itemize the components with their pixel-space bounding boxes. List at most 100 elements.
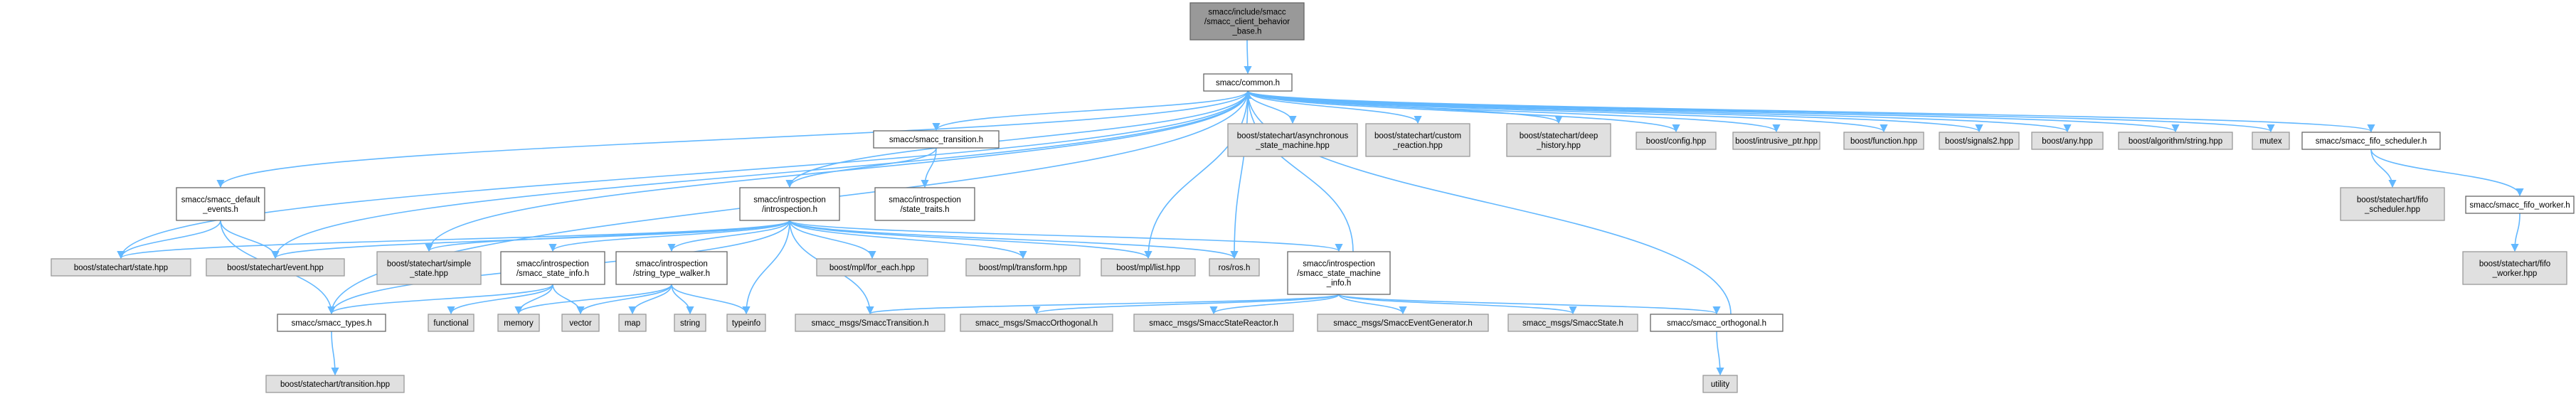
node-label: boost/statechart/deep [1520,132,1599,140]
node-box [2252,132,2290,150]
edge-introspection-to-for_each [789,220,876,260]
node-box [497,314,540,332]
node-sc_transition: boost/statechart/transition.hpp [265,375,405,393]
node-box [428,314,475,332]
node-label: _events.h [202,205,238,214]
edges [117,39,2524,376]
edge-common-to-ros [1230,90,1249,260]
node-fifo_scheduler_hpp: boost/statechart/fifo_scheduler.hpp [2340,187,2445,221]
edge-sm_info-to-orthogonal [1338,294,1721,315]
node-label: boost/signals2.hpp [1945,137,2013,146]
node-label: boost/statechart/fifo [2479,260,2550,268]
edge-introspection-to-state_info [548,220,790,252]
node-orthogonal[interactable]: smacc/smacc_orthogonal.h [1650,314,1783,332]
node-label: ros/ros.h [1219,264,1251,272]
node-common[interactable]: smacc/common.h [1203,73,1293,92]
node-box [816,258,928,277]
node-box [618,314,647,332]
node-fifo_worker[interactable]: smacc/smacc_fifo_worker.h [2465,196,2575,214]
node-box [376,251,482,285]
edge-transition-to-introspection [785,147,937,188]
edge-introspection-to-mpl_list [789,220,1152,260]
node-box [1209,258,1260,277]
node-event_hpp: boost/statechart/event.hpp [206,258,345,277]
node-box [2340,187,2445,221]
edge-sm_info-to-msg_state [1338,294,1577,315]
edge-state_info-to-vector [552,284,585,315]
node-box [1506,123,1611,157]
node-root[interactable]: smacc/include/smacc/smacc_client_behavio… [1189,2,1305,41]
node-msg_generator: smacc_msgs/SmaccEventGenerator.h [1317,314,1489,332]
node-map: map [618,314,647,332]
edge-fifo_worker-to-fifo_worker_hpp [2511,213,2521,252]
node-box [1507,314,1638,332]
node-state_traits[interactable]: smacc/introspection/state_traits.h [874,187,975,221]
node-label: boost/any.hpp [2042,137,2092,146]
node-label: map [625,319,640,328]
edge-state_info-to-smacc_types [327,284,553,315]
edge-sm_info-to-msg_orthogonal [1032,294,1340,315]
node-label: boost/mpl/list.hpp [1116,264,1180,272]
node-label: boost/statechart/asynchronous [1237,132,1349,140]
node-label: smacc/introspection [889,196,961,204]
node-label: _info.h [1326,279,1352,288]
node-state_info[interactable]: smacc/introspection/smacc_state_info.h [500,251,605,285]
node-mpl_transform: boost/mpl/transform.hpp [965,258,1081,277]
node-msg_orthogonal: smacc_msgs/SmaccOrthogonal.h [960,314,1113,332]
node-transition[interactable]: smacc/smacc_transition.h [873,130,1000,149]
edge-common-to-custom_reaction [1247,90,1422,124]
node-utility: utility [1702,375,1738,393]
edge-introspection-to-simple_state [425,220,790,252]
edge-type_walker-to-memory [514,284,672,315]
edge-type_walker-to-vector [576,284,672,315]
node-box [674,314,706,332]
node-label: boost/statechart/event.hpp [227,264,324,272]
node-type_walker[interactable]: smacc/introspection/string_type_walker.h [615,251,728,285]
node-msg_reactor: smacc_msgs/SmaccStateReactor.h [1133,314,1294,332]
edge-fifo_scheduler-to-fifo_worker [2370,149,2524,197]
node-label: _worker.hpp [2492,269,2538,278]
node-box [500,251,605,285]
node-box [965,258,1081,277]
node-default_events[interactable]: smacc/smacc_default_events.h [176,187,265,221]
node-box [2031,132,2104,150]
node-label: smacc_msgs/SmaccTransition.h [811,319,928,328]
node-sm_info[interactable]: smacc/introspection/smacc_state_machine_… [1287,251,1391,295]
edge-common-to-config [1247,90,1680,133]
node-deep_history: boost/statechart/deep_history.hpp [1506,123,1611,157]
node-label: typeinfo [732,319,760,328]
node-box [1732,132,1820,150]
node-box [51,258,191,277]
node-box [1133,314,1294,332]
edge-type_walker-to-map [628,284,672,315]
node-box [2118,132,2233,150]
node-label: smacc/smacc_fifo_worker.h [2469,201,2570,210]
node-label: smacc/smacc_transition.h [889,136,983,144]
node-fifo_scheduler[interactable]: smacc/smacc_fifo_scheduler.h [2301,132,2441,150]
node-box [1843,132,1924,150]
node-label: _state_machine.hpp [1255,141,1330,150]
node-label: /state_traits.h [900,205,949,214]
node-label: smacc_msgs/SmaccStateReactor.h [1149,319,1278,328]
node-label: smacc/include/smacc [1208,9,1286,17]
node-signals2: boost/signals2.hpp [1939,132,2020,150]
node-label: smacc/smacc_fifo_scheduler.h [2316,137,2427,146]
node-smacc_types[interactable]: smacc/smacc_types.h [277,314,386,332]
edge-state_info-to-functional [447,284,553,315]
node-introspection[interactable]: smacc/introspection/introspection.h [739,187,840,221]
edge-common-to-introspection [785,90,1249,188]
node-label: boost/statechart/simple [387,260,471,268]
node-box [1101,258,1196,277]
node-label: boost/function.hpp [1850,137,1917,146]
edge-sm_info-to-msg_reactor [1209,294,1340,315]
node-label: functional [433,319,468,328]
node-box [561,314,600,332]
node-box [1189,2,1305,41]
node-label: boost/mpl/for_each.hpp [829,264,915,272]
node-mpl_list: boost/mpl/list.hpp [1101,258,1196,277]
node-label: smacc/introspection [753,196,826,204]
node-label: boost/statechart/transition.hpp [280,380,390,389]
node-label: smacc/introspection [516,260,589,268]
node-label: /string_type_walker.h [633,269,710,278]
